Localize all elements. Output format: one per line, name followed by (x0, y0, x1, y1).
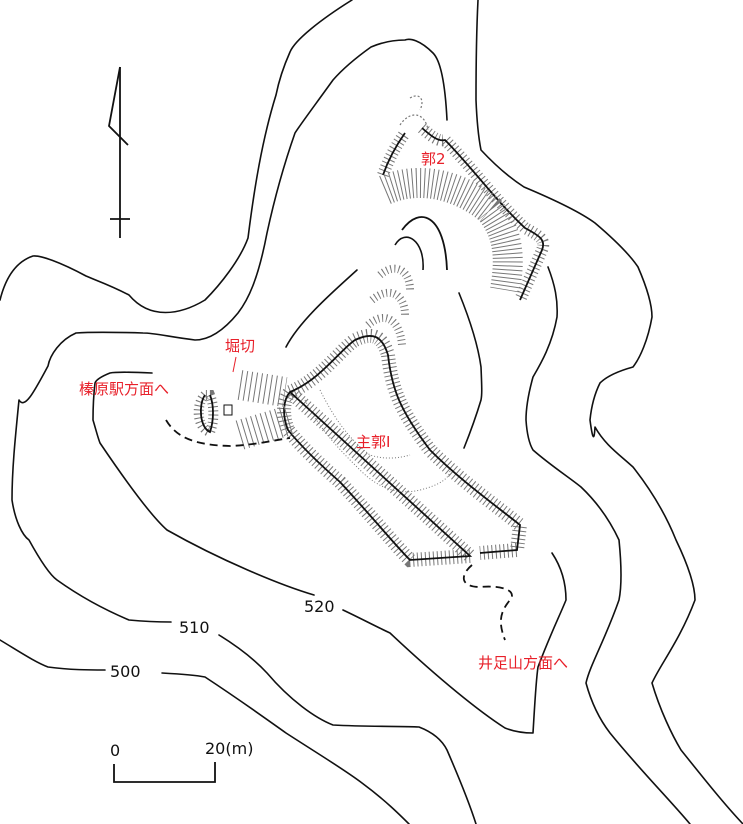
contour-line-500 (0, 639, 410, 824)
contour-line-inner-1 (285, 269, 358, 348)
contour-line-right-1 (525, 266, 691, 824)
label-iashiyama-direction: 井足山方面へ (478, 654, 569, 672)
scale-start-label: 0 (110, 741, 121, 760)
scale-bar (113, 762, 216, 783)
contour-label-500: 500 (108, 662, 143, 681)
label-shukaku: 主郭Ⅰ (356, 433, 391, 451)
contour-line-right-2 (475, 0, 743, 824)
contour-line-top-left (0, 0, 353, 314)
label-horikiri: 堀切 (225, 337, 256, 355)
contour-label-510: 510 (177, 618, 212, 637)
label-kuruwa2: 郭2 (421, 150, 446, 168)
contour-line-520 (92, 371, 567, 734)
contour-line-510 (11, 38, 448, 623)
north-arrow-icon (108, 66, 130, 238)
kuruwa2-outline (365, 95, 550, 346)
label-haibara-direction: 榛原駅方面へ (79, 380, 170, 398)
horikiri-area (193, 356, 295, 450)
contour-line-inner-2 (458, 292, 483, 449)
main-enclosure-outline (277, 328, 528, 568)
trail-haibara (165, 419, 291, 447)
scale-end-label: 20(m) (205, 739, 254, 758)
trail-iashiyama (463, 564, 513, 641)
contour-label-520: 520 (302, 597, 337, 616)
contour-line-510-lower (218, 634, 477, 824)
